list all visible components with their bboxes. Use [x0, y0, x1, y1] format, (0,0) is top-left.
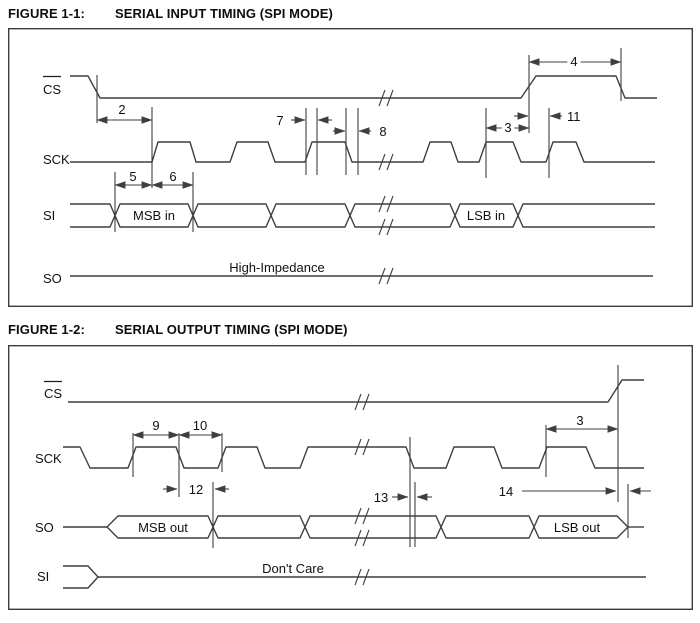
fig1-break-marks — [378, 89, 394, 285]
figure2-box: CS SCK SO MSB out LSB out SI — [8, 345, 693, 610]
fig1-si-signal: SI MSB in LSB in — [43, 203, 655, 228]
fig2-sck-signal: SCK — [35, 446, 644, 469]
figure1-diagram: CS SCK SI MSB in LSB in SO High-Impedanc… — [8, 28, 693, 307]
fig1-si-rail-a — [70, 203, 655, 228]
fig1-sck-signal: SCK — [43, 141, 655, 167]
fig2-so-label: SO — [35, 520, 54, 535]
fig1-sck-waveform — [70, 141, 655, 163]
fig1-dimensions: 2 5 6 7 8 3 11 4 — [96, 51, 622, 189]
fig1-dim-2: 2 — [118, 102, 125, 117]
figure1-title: SERIAL INPUT TIMING (SPI MODE) — [115, 6, 333, 21]
figure1-border — [8, 28, 693, 307]
fig2-so-signal: SO MSB out LSB out — [35, 515, 644, 539]
fig2-si-state: Don't Care — [262, 561, 324, 576]
fig1-cs-label: CS — [43, 82, 61, 97]
figure2-diagram: CS SCK SO MSB out LSB out SI — [8, 345, 693, 610]
fig2-dim-10: 10 — [193, 418, 207, 433]
fig2-dimensions: 9 10 12 13 14 3 — [132, 410, 651, 509]
fig2-break-marks — [354, 393, 370, 586]
figure1-label: FIGURE 1-1: — [8, 6, 85, 21]
figure2-title: SERIAL OUTPUT TIMING (SPI MODE) — [115, 322, 348, 337]
figure2-border — [8, 345, 693, 610]
fig2-dim-13: 13 — [374, 490, 388, 505]
fig1-dim-5: 5 — [129, 169, 136, 184]
fig1-msb-in-cell: MSB in — [133, 208, 175, 223]
fig2-sck-waveform — [63, 446, 644, 469]
fig2-cs-waveform — [68, 379, 644, 403]
fig2-guide-bars — [132, 365, 629, 548]
fig1-cs-signal: CS — [43, 75, 657, 99]
fig1-sck-label: SCK — [43, 152, 70, 167]
fig2-so-rail-a — [106, 515, 629, 539]
fig2-cs-label: CS — [44, 386, 62, 401]
fig1-dim-7: 7 — [276, 113, 283, 128]
fig1-dim-11: 11 — [567, 109, 581, 124]
fig1-si-rail-b — [70, 203, 655, 228]
fig1-lsb-in-cell: LSB in — [467, 208, 505, 223]
fig1-dim-3: 3 — [504, 120, 511, 135]
fig1-dim-8: 8 — [379, 124, 386, 139]
fig2-dim-12: 12 — [189, 482, 203, 497]
fig2-si-label: SI — [37, 569, 49, 584]
figure1-title-row: FIGURE 1-1: SERIAL INPUT TIMING (SPI MODE… — [8, 6, 333, 21]
figure2-title-row: FIGURE 1-2: SERIAL OUTPUT TIMING (SPI MOD… — [8, 322, 348, 337]
fig1-so-state: High-Impedance — [229, 260, 324, 275]
fig1-so-signal: SO High-Impedance — [43, 260, 653, 286]
fig2-cs-signal: CS — [44, 379, 644, 403]
fig2-msb-out-cell: MSB out — [138, 520, 188, 535]
fig1-cs-waveform — [70, 75, 657, 99]
fig2-lsb-out-cell: LSB out — [554, 520, 601, 535]
fig2-dim-14: 14 — [499, 484, 513, 499]
fig2-si-signal: SI Don't Care — [37, 561, 646, 589]
fig1-dim-4: 4 — [570, 54, 577, 69]
fig2-sck-label: SCK — [35, 451, 62, 466]
fig1-so-label: SO — [43, 271, 62, 286]
fig1-dim-6: 6 — [169, 169, 176, 184]
fig2-dim-3: 3 — [576, 413, 583, 428]
fig2-so-rail-b — [106, 515, 629, 539]
figure1-box: CS SCK SI MSB in LSB in SO High-Impedanc… — [8, 28, 693, 307]
fig1-si-label: SI — [43, 208, 55, 223]
fig2-si-lead-shape — [63, 565, 99, 589]
figure2-label: FIGURE 1-2: — [8, 322, 85, 337]
fig2-dim-9: 9 — [152, 418, 159, 433]
